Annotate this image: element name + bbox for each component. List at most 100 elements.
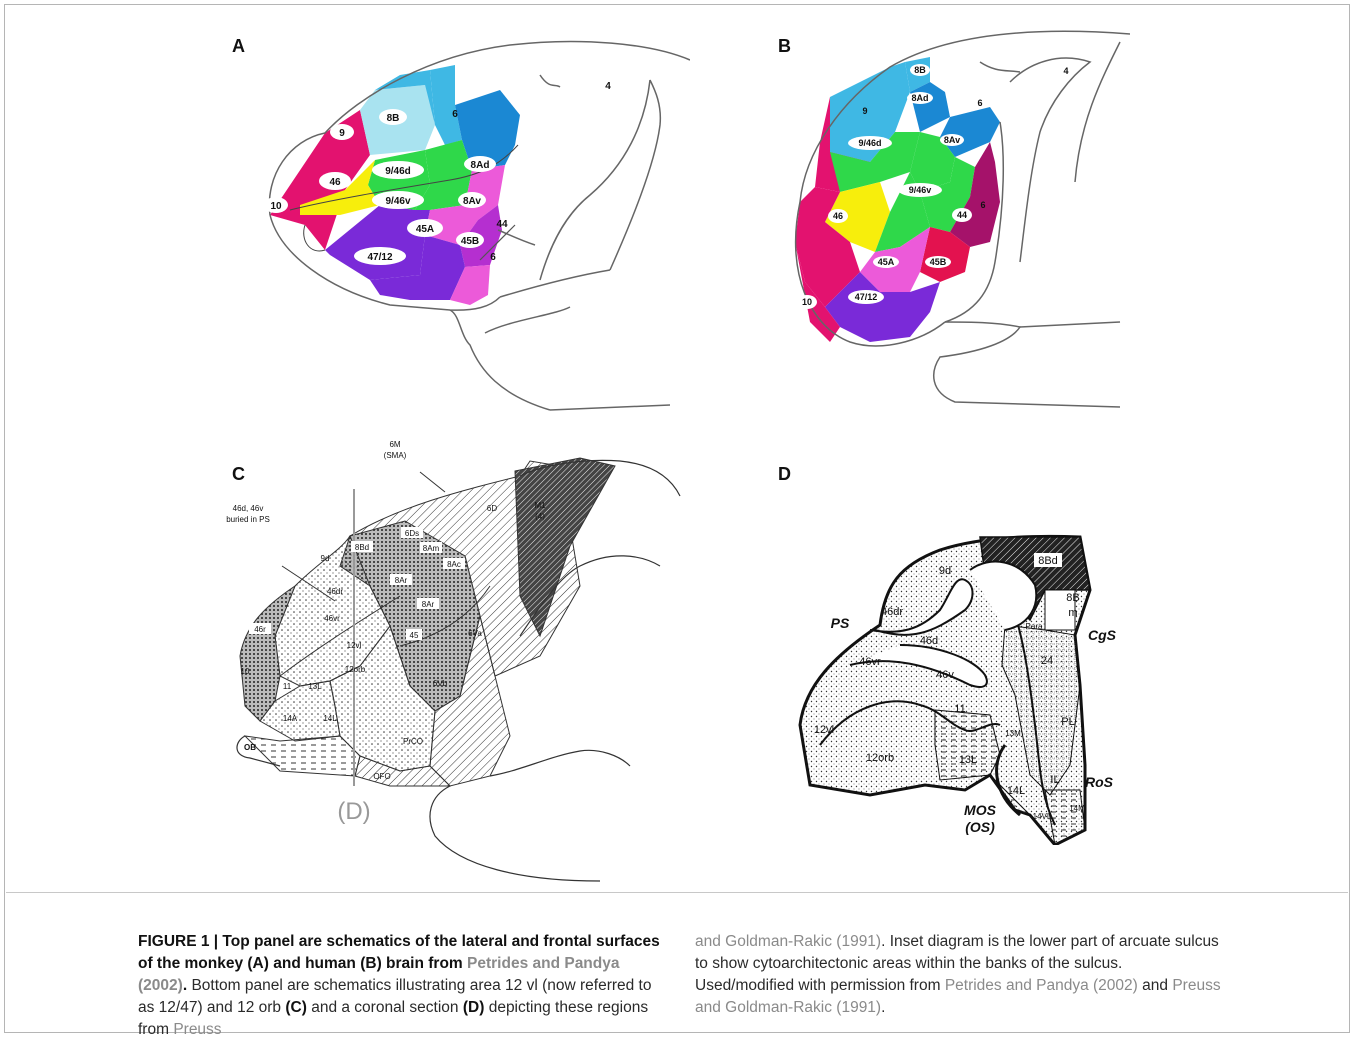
d-area-46v: 46v bbox=[936, 669, 954, 681]
d-area-14M: 14M bbox=[1069, 804, 1085, 813]
c-area-M1: M1 bbox=[534, 501, 546, 510]
b-area-8B: 8B bbox=[914, 65, 926, 75]
a-area-6b: 6 bbox=[490, 252, 496, 263]
a-area-46: 46 bbox=[329, 177, 341, 188]
caption-body-part2: and a coronal section bbox=[307, 999, 463, 1016]
d-sulcus-MOS: MOS bbox=[964, 802, 997, 818]
d-sulcus-PS: PS bbox=[831, 615, 850, 631]
c-area-4: (4) bbox=[535, 512, 545, 521]
c-area-8Am: 8Am bbox=[423, 544, 440, 553]
d-area-11: 11 bbox=[954, 703, 965, 715]
a-area-44: 44 bbox=[496, 219, 508, 230]
b-area-46: 46 bbox=[833, 211, 843, 221]
d-area-12vl: 12vl bbox=[814, 724, 834, 736]
d-area-9d: 9d bbox=[939, 565, 951, 577]
caption-left-column: FIGURE 1 | Top panel are schematics of t… bbox=[138, 931, 668, 1041]
d-area-para: Para bbox=[1026, 622, 1043, 631]
b-area-4: 4 bbox=[1063, 66, 1068, 76]
b-area-9-46v: 9/46v bbox=[909, 185, 932, 195]
b-area-6: 6 bbox=[977, 98, 982, 108]
d-area-13L: 13L bbox=[959, 754, 977, 766]
caption-ref-goldman[interactable]: and Goldman-Rakic (1991) bbox=[695, 933, 881, 950]
panel-d-label: D bbox=[778, 464, 791, 485]
c-area-OB: OB bbox=[244, 743, 256, 752]
b-area-8Av: 8Av bbox=[944, 135, 960, 145]
c-area-46vr: 46vr bbox=[324, 614, 340, 623]
b-area-9: 9 bbox=[862, 106, 867, 116]
caption-ref-preuss[interactable]: Preuss bbox=[173, 1021, 221, 1038]
panel-d-coronal-section: 9d 8Bd 8B m 46dr Para 46d 24 46vr 46v PL… bbox=[790, 515, 1130, 845]
c-area-46r: 46r bbox=[254, 625, 266, 634]
c-area-8Ar: 8Ar bbox=[395, 576, 408, 585]
a-area-45A: 45A bbox=[416, 224, 434, 235]
d-sulcus-RoS: RoS bbox=[1085, 774, 1114, 790]
c-area-14L: 14L bbox=[323, 714, 337, 723]
d-area-8B-m: m bbox=[1068, 607, 1077, 619]
c-annotation-line1: 46d, 46v bbox=[233, 504, 264, 513]
d-area-46dr: 46dr bbox=[881, 606, 903, 618]
b-area-9-46d: 9/46d bbox=[858, 138, 881, 148]
c-area-6D: 6D bbox=[487, 504, 497, 513]
caption-body-and: and bbox=[1138, 977, 1172, 994]
b-area-10: 10 bbox=[802, 297, 812, 307]
caption-title-period: . bbox=[183, 977, 187, 994]
c-area-6M: 6M bbox=[389, 440, 400, 449]
c-annotation-line2: buried in PS bbox=[226, 515, 270, 524]
a-area-10: 10 bbox=[270, 201, 282, 212]
d-area-PL: PL bbox=[1061, 716, 1074, 728]
c-area-sma: (SMA) bbox=[384, 451, 407, 460]
d-sulcus-OS: (OS) bbox=[965, 819, 995, 835]
c-area-12orb: 12orb bbox=[345, 665, 366, 674]
b-area-45B: 45B bbox=[930, 257, 947, 267]
a-area-8Av: 8Av bbox=[463, 196, 481, 207]
caption-right-column: and Goldman-Rakic (1991). Inset diagram … bbox=[695, 931, 1225, 1019]
caption-d: (D) bbox=[463, 999, 485, 1016]
d-area-8Bd: 8Bd bbox=[1038, 555, 1058, 567]
c-area-OFO: OFO bbox=[373, 772, 390, 781]
a-area-8B: 8B bbox=[387, 113, 400, 124]
d-area-46d: 46d bbox=[920, 635, 938, 647]
caption-title-a: (A) bbox=[247, 955, 269, 972]
panel-a-monkey-brain: 8B 6 4 9 8Ad 46 9/46d 10 9/46v 8Av 45A 4… bbox=[250, 15, 690, 425]
caption-body-end: . bbox=[881, 999, 885, 1016]
d-sulcus-CgS: CgS bbox=[1088, 627, 1117, 643]
caption-divider bbox=[6, 892, 1348, 893]
c-area-8Bd: 8Bd bbox=[355, 543, 369, 552]
a-area-9: 9 bbox=[339, 128, 345, 139]
d-area-8B: 8B bbox=[1066, 592, 1079, 604]
c-area-8Ar-2: 8Ar bbox=[422, 600, 435, 609]
b-area-47-12: 47/12 bbox=[855, 292, 878, 302]
a-area-47-12: 47/12 bbox=[367, 252, 392, 263]
caption-title-part3: brain from bbox=[382, 955, 467, 972]
a-area-9-46v: 9/46v bbox=[385, 196, 410, 207]
b-area-8Ad: 8Ad bbox=[911, 93, 928, 103]
panel-c-monkey-schematic: 6M (SMA) M1 (4) 6D 6Ds 8Bd 8Am 8Ac 9d 8A… bbox=[220, 436, 690, 886]
d-area-12orb: 12orb bbox=[866, 752, 894, 764]
c-area-10: 10 bbox=[241, 667, 250, 676]
panel-b-human-brain: 8B 4 8Ad 9 6 9/46d 8Av 9/46v 46 44 6 45A… bbox=[780, 22, 1130, 412]
a-area-4: 4 bbox=[605, 81, 611, 92]
c-area-6Ds: 6Ds bbox=[405, 529, 419, 538]
d-area-13M: 13M bbox=[1005, 729, 1021, 738]
c-area-6Vb: 6Vb bbox=[433, 679, 448, 688]
caption-ref-petrides-2[interactable]: Petrides and Pandya (2002) bbox=[945, 977, 1138, 994]
b-area-6b: 6 bbox=[980, 200, 985, 210]
a-area-6: 6 bbox=[452, 109, 458, 120]
caption-title-b: (B) bbox=[360, 955, 382, 972]
d-area-IL: IL bbox=[1050, 774, 1059, 786]
c-area-PrCO: PrCO bbox=[403, 737, 423, 746]
c-area-6Va: 6Va bbox=[468, 629, 482, 638]
c-area-9d: 9d bbox=[321, 554, 330, 563]
panel-a-label: A bbox=[232, 36, 245, 57]
c-area-11: 11 bbox=[283, 682, 292, 691]
c-area-14A: 14A bbox=[283, 714, 298, 723]
d-area-14L: 14L bbox=[1007, 785, 1025, 797]
c-section-d-label: (D) bbox=[337, 798, 370, 825]
a-area-8Ad: 8Ad bbox=[471, 160, 490, 171]
c-area-45: 45 bbox=[410, 631, 419, 640]
b-area-45A: 45A bbox=[878, 257, 895, 267]
a-area-45B: 45B bbox=[461, 236, 479, 247]
d-area-14VL: 14VL bbox=[1033, 812, 1052, 821]
d-area-24: 24 bbox=[1041, 655, 1053, 667]
c-area-46dr: 46dr bbox=[327, 587, 343, 596]
